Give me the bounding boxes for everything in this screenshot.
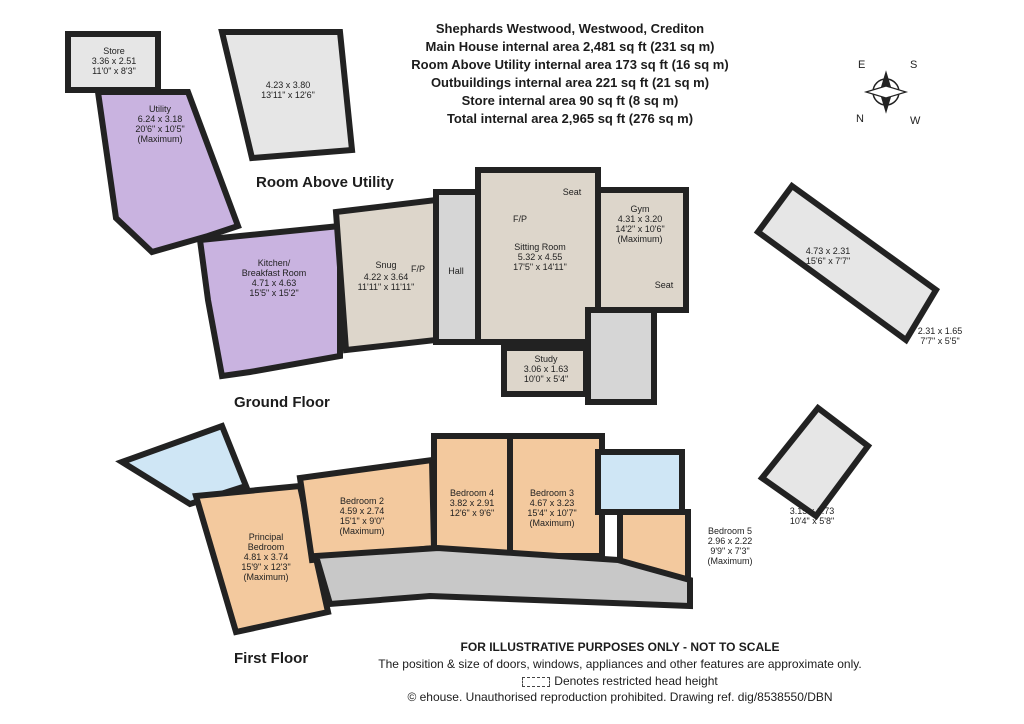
legend-text: Denotes restricted head height: [554, 674, 718, 688]
legend: Denotes restricted head height: [340, 674, 900, 688]
compass-w: W: [910, 115, 921, 127]
bathroom-2: [595, 449, 685, 515]
outbuilding-1: [753, 181, 940, 345]
ground-floor-title: Ground Floor: [234, 394, 330, 411]
room-above-utility-title: Room Above Utility: [256, 174, 394, 191]
snug-fp-label: F/P: [411, 264, 425, 274]
seat-label-1: Seat: [563, 187, 582, 197]
main-house-area: Main House internal area 2,481 sq ft (23…: [425, 39, 715, 54]
compass-s: S: [910, 59, 917, 71]
kitchen-room: [196, 222, 343, 380]
store-area: Store internal area 90 sq ft (8 sq m): [461, 93, 679, 108]
first-floor-title: First Floor: [234, 650, 309, 667]
rear-hall: [585, 307, 657, 405]
first-floor-landing: [312, 544, 693, 610]
outbuildings-area: Outbuildings internal area 221 sq ft (21…: [430, 75, 710, 90]
sitting-room: [475, 167, 601, 345]
outbuilding-2: [757, 403, 873, 521]
sitting-fp-label: F/P: [513, 214, 527, 224]
store-room: [65, 31, 161, 93]
utility-room: [94, 89, 242, 256]
principal-bedroom: [192, 482, 332, 636]
total-area: Total internal area 2,965 sq ft (276 sq …: [446, 111, 694, 126]
compass-n: N: [856, 113, 864, 125]
bathroom-1: [115, 422, 250, 508]
copyright: © ehouse. Unauthorised reproduction proh…: [407, 690, 833, 704]
hall-label: Hall: [448, 266, 464, 276]
seat-label-2: Seat: [655, 280, 674, 290]
study-room: [501, 345, 589, 397]
compass-icon: [863, 70, 909, 114]
disclaimer: FOR ILLUSTRATIVE PURPOSES ONLY - NOT TO …: [460, 640, 780, 654]
restricted-head-height-icon: [522, 676, 551, 687]
title: Shephards Westwood, Westwood, Crediton: [435, 21, 705, 36]
compass-e: E: [858, 59, 865, 71]
room-above-utility-area: Room Above Utility internal area 173 sq …: [411, 57, 729, 72]
hall-room: [433, 189, 481, 345]
position-note: The position & size of doors, windows, a…: [378, 657, 862, 671]
room-above-utility: [218, 29, 356, 162]
